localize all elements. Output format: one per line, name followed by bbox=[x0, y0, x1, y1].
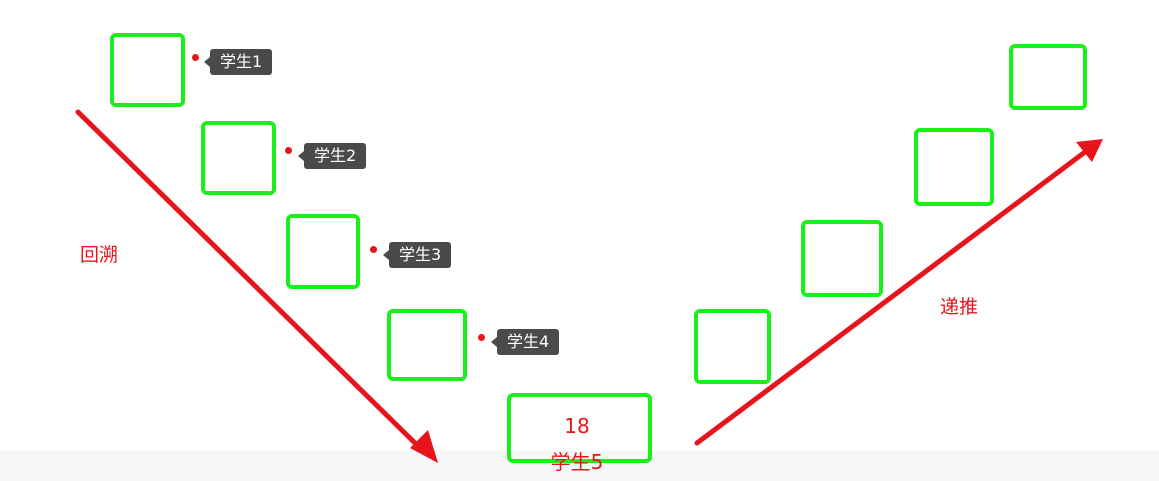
bottom-value: 18 bbox=[564, 414, 590, 438]
student-box-3 bbox=[286, 214, 360, 289]
student-box-5 bbox=[507, 393, 652, 463]
tag-dot-4 bbox=[478, 334, 485, 341]
tag-dot-2 bbox=[285, 147, 292, 154]
return-box-1 bbox=[694, 309, 771, 384]
recursion-label: 递推 bbox=[940, 296, 979, 318]
backtrack-arrow bbox=[75, 109, 438, 463]
student-tag-2: 学生2 bbox=[297, 143, 367, 169]
return-box-4 bbox=[1009, 44, 1087, 110]
tag-dot-1 bbox=[192, 54, 199, 61]
student-box-4 bbox=[387, 309, 467, 381]
recursion-arrow bbox=[694, 139, 1103, 446]
bottom-student-label: 学生5 bbox=[550, 450, 604, 474]
student-tag-1: 学生1 bbox=[203, 49, 273, 75]
student-tag-4: 学生4 bbox=[490, 329, 560, 355]
student-box-2 bbox=[201, 121, 276, 195]
return-box-2 bbox=[801, 220, 883, 297]
backtrack-label: 回溯 bbox=[80, 244, 119, 266]
tag-dot-3 bbox=[370, 246, 377, 253]
student-box-1 bbox=[110, 33, 185, 107]
student-tag-3: 学生3 bbox=[382, 242, 452, 268]
return-box-3 bbox=[914, 128, 994, 206]
bottom-band bbox=[0, 451, 1159, 481]
